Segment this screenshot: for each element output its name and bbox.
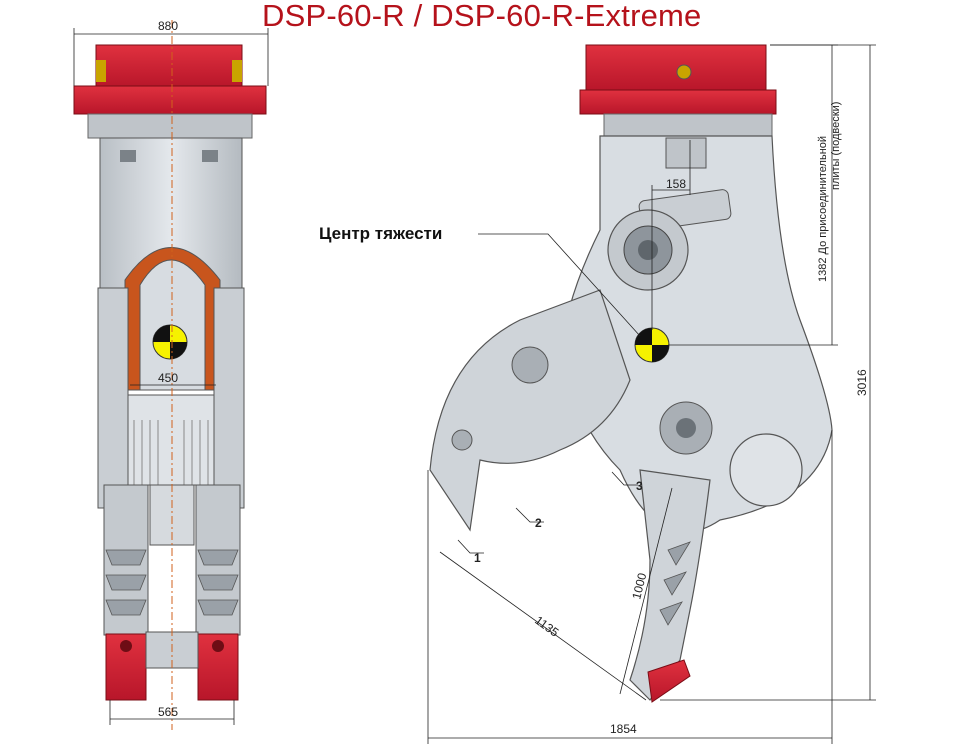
side-view [429, 44, 833, 703]
dim-total-width: 1854 [610, 722, 637, 736]
side-jaw-teeth [659, 541, 691, 626]
side-rotator-top [585, 44, 767, 92]
dim-inner-width: 450 [158, 371, 178, 385]
front-cog-marker [152, 324, 188, 360]
marker-3: 3 [636, 479, 643, 493]
side-large-ring [729, 433, 803, 507]
marker-1: 1 [474, 551, 481, 565]
side-port-box [665, 137, 707, 169]
side-upper-jaw [429, 289, 631, 532]
side-jaw-pin [511, 346, 549, 384]
front-side-left [97, 287, 129, 509]
dim-height-to-plate: 1382 До присоединительной [817, 136, 829, 282]
side-bearing-center [638, 240, 658, 260]
side-rotator-flange [579, 89, 777, 115]
marker-2: 2 [535, 516, 542, 530]
front-view [73, 20, 267, 730]
front-bolt-right [232, 60, 242, 82]
side-jaw-small-pin [451, 429, 473, 451]
front-rotator-flange [73, 85, 267, 115]
front-side-right [213, 287, 245, 509]
front-port-right [202, 150, 218, 162]
side-dimensions [427, 44, 876, 744]
front-dimensions [73, 28, 269, 725]
side-rotator-valve [676, 64, 692, 80]
front-gear-pack [127, 394, 215, 486]
front-collar [87, 113, 253, 139]
front-tip-hole-right [212, 640, 224, 652]
dim-total-height: 3016 [855, 369, 869, 396]
dim-top-width: 880 [158, 19, 178, 33]
dim-bottom-width: 565 [158, 705, 178, 719]
front-port-left [120, 150, 136, 162]
dim-height-to-plate-line2: плиты (подвески) [830, 102, 842, 190]
center-of-gravity-label: Центр тяжести [319, 224, 443, 243]
dim-blade-length: 1000 [629, 571, 649, 601]
drawing-title: DSP-60-R / DSP-60-R-Extreme [262, 0, 702, 33]
front-rotator-top [95, 44, 243, 88]
side-collar [603, 113, 773, 137]
side-pivot-center [676, 418, 696, 438]
dim-cog-offset: 158 [666, 177, 686, 191]
front-tip-hole-left [120, 640, 132, 652]
front-bolt-left [96, 60, 106, 82]
side-red-tip [647, 659, 691, 703]
side-cog-marker [634, 327, 670, 363]
